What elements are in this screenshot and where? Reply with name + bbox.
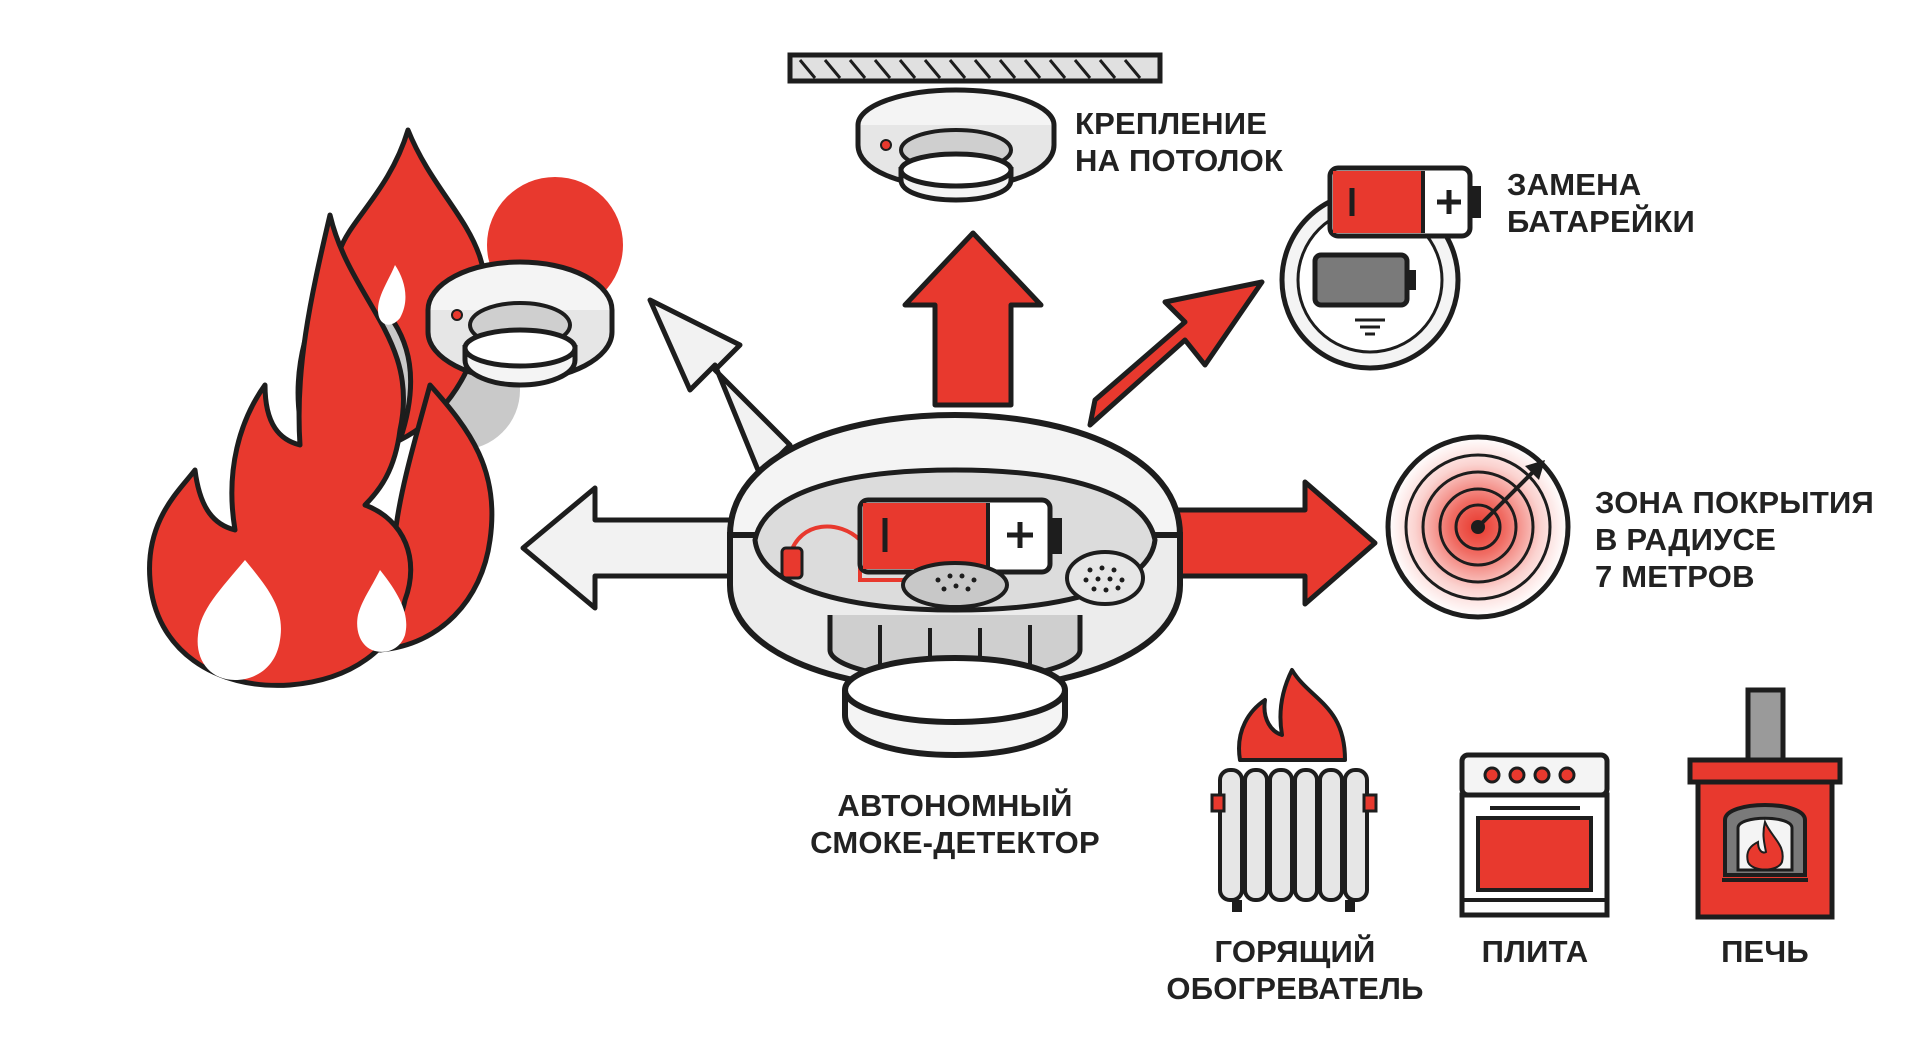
arrow-left bbox=[520, 485, 738, 611]
furnace-icon bbox=[1687, 687, 1843, 920]
stove-icon bbox=[1459, 752, 1610, 918]
label-heater: ГОРЯЩИЙ ОБОГРЕВАТЕЛЬ bbox=[1166, 934, 1424, 1006]
smoke-detector-icon bbox=[425, 259, 615, 388]
label-main-detector: АВТОНОМНЫЙ СМОКЕ-ДЕТЕКТОР bbox=[810, 788, 1100, 860]
arrow-right bbox=[1172, 479, 1378, 607]
label-ceiling-mount: КРЕПЛЕНИЕ НА ПОТОЛОК bbox=[1075, 106, 1284, 178]
ceiling-icon bbox=[787, 52, 1163, 84]
fire-icon bbox=[147, 127, 623, 688]
label-stove: ПЛИТА bbox=[1481, 934, 1589, 969]
arrow-up-right bbox=[1087, 279, 1265, 428]
arrow-up-left bbox=[647, 297, 793, 478]
label-furnace: ПЕЧЬ bbox=[1721, 934, 1809, 969]
arrow-up bbox=[902, 230, 1044, 408]
label-coverage-zone: ЗОНА ПОКРЫТИЯ В РАДИУСЕ 7 МЕТРОВ bbox=[1595, 485, 1874, 594]
label-battery-replacement: ЗАМЕНА БАТАРЕЙКИ bbox=[1507, 167, 1695, 239]
ceiling-detector-icon bbox=[855, 87, 1057, 203]
main-smoke-detector-icon bbox=[726, 411, 1184, 759]
coverage-target-icon bbox=[1385, 434, 1571, 620]
radiator-fire-icon bbox=[1210, 668, 1378, 912]
battery-icon bbox=[1327, 165, 1481, 239]
